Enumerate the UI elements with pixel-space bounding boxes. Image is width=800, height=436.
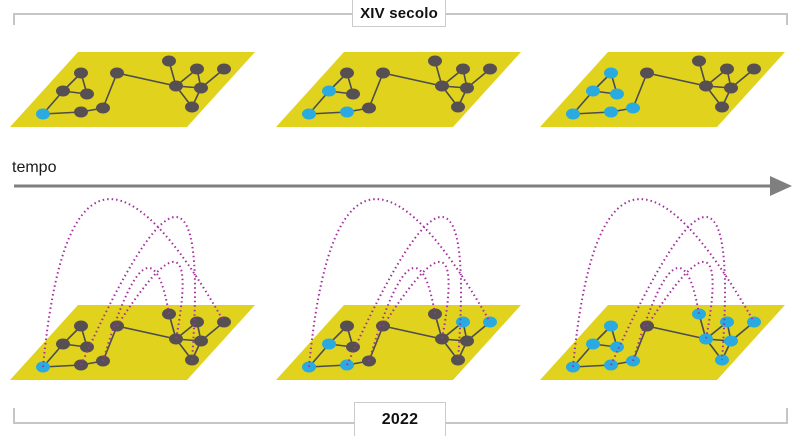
long-range-link-5-13	[80, 216, 196, 366]
node-2-normal	[56, 85, 70, 97]
long-range-link-5-13	[346, 216, 462, 366]
long-range-link-6-9	[102, 267, 170, 362]
network-panel-r1-c1	[276, 198, 521, 380]
network-panel-r0-c2	[540, 52, 785, 127]
node-3-infected	[610, 88, 624, 100]
node-7-normal	[640, 67, 654, 79]
edge-7-8	[382, 72, 443, 87]
era-label-bottom-box: 2022	[354, 402, 446, 436]
node-5-normal	[74, 106, 88, 118]
network-panel-r1-c2	[540, 198, 785, 380]
long-range-link-7-8	[382, 261, 450, 340]
node-5-infected	[604, 106, 618, 118]
node-4-infected	[302, 108, 316, 120]
node-9-infected	[692, 308, 706, 320]
node-1-infected	[604, 67, 618, 79]
node-11-normal	[460, 82, 474, 94]
node-1-normal	[74, 67, 88, 79]
node-3-normal	[80, 341, 94, 353]
node-13-normal	[185, 101, 199, 113]
edge-6-7	[102, 72, 118, 109]
node-11-normal	[194, 335, 208, 347]
node-12-normal	[217, 63, 231, 75]
node-2-infected	[322, 338, 336, 350]
node-1-normal	[74, 320, 88, 332]
node-10-normal	[190, 316, 204, 328]
edge-6-7	[368, 72, 384, 109]
node-13-normal	[715, 101, 729, 113]
node-9-normal	[428, 308, 442, 320]
edge-6-7	[368, 325, 384, 362]
node-5-infected	[340, 106, 354, 118]
node-7-normal	[376, 67, 390, 79]
long-range-link-4-12	[572, 198, 755, 368]
node-9-normal	[162, 308, 176, 320]
edge-7-8	[116, 72, 177, 87]
node-11-infected	[724, 335, 738, 347]
era-label-top-text: XIV secolo	[360, 4, 438, 22]
node-8-normal	[169, 80, 183, 92]
node-4-infected	[36, 108, 50, 120]
node-6-infected	[626, 102, 640, 114]
edge-7-8	[382, 325, 443, 340]
node-1-normal	[340, 320, 354, 332]
node-11-normal	[194, 82, 208, 94]
edge-6-7	[102, 325, 118, 362]
node-2-normal	[56, 338, 70, 350]
long-range-link-5-13	[610, 216, 726, 366]
node-8-normal	[169, 333, 183, 345]
node-11-normal	[460, 335, 474, 347]
long-range-link-6-9	[632, 267, 700, 362]
network-panel-r1-c0	[10, 198, 255, 380]
node-2-infected	[322, 85, 336, 97]
long-range-link-7-8	[116, 261, 184, 340]
node-10-normal	[720, 63, 734, 75]
node-6-normal	[362, 102, 376, 114]
node-8-infected	[699, 333, 713, 345]
edge-7-8	[116, 325, 177, 340]
node-3-normal	[80, 88, 94, 100]
node-3-normal	[346, 341, 360, 353]
tempo-arrow-head-icon	[770, 176, 792, 196]
edge-6-7	[632, 72, 648, 109]
edge-7-8	[646, 325, 707, 340]
long-range-link-7-8	[646, 261, 714, 340]
node-11-normal	[724, 82, 738, 94]
node-8-normal	[435, 333, 449, 345]
long-range-link-4-12	[308, 198, 491, 368]
node-8-normal	[699, 80, 713, 92]
node-10-normal	[456, 63, 470, 75]
era-label-bottom-text: 2022	[381, 411, 419, 428]
node-8-normal	[435, 80, 449, 92]
node-10-normal	[190, 63, 204, 75]
long-range-link-4-12	[42, 198, 225, 368]
node-9-normal	[162, 55, 176, 67]
node-12-normal	[747, 63, 761, 75]
node-13-normal	[451, 101, 465, 113]
network-panel-r0-c1	[276, 52, 521, 127]
node-10-infected	[456, 316, 470, 328]
node-9-normal	[692, 55, 706, 67]
node-9-normal	[428, 55, 442, 67]
era-label-top-box: XIV secolo	[352, 0, 446, 27]
edge-7-8	[646, 72, 707, 87]
long-range-link-6-9	[368, 267, 436, 362]
node-3-infected	[610, 341, 624, 353]
edge-6-7	[632, 325, 648, 362]
node-1-normal	[340, 67, 354, 79]
node-12-normal	[483, 63, 497, 75]
node-2-infected	[586, 338, 600, 350]
node-1-infected	[604, 320, 618, 332]
node-4-infected	[566, 108, 580, 120]
node-3-normal	[346, 88, 360, 100]
node-6-normal	[96, 102, 110, 114]
network-panel-r0-c0	[10, 52, 255, 127]
node-7-normal	[110, 67, 124, 79]
time-axis-label: tempo	[12, 159, 57, 176]
node-2-infected	[586, 85, 600, 97]
node-10-infected	[720, 316, 734, 328]
